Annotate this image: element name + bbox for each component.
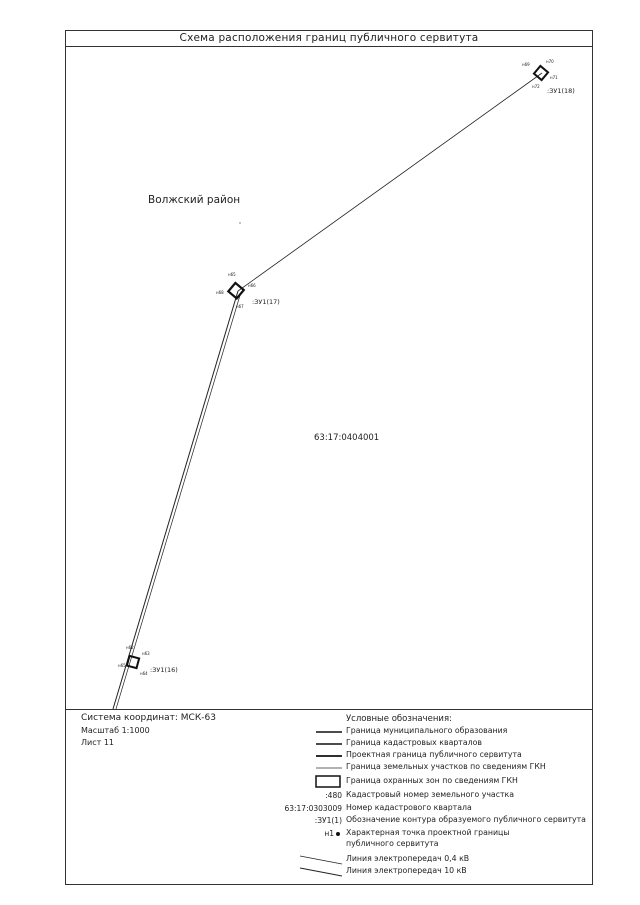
parcel-label-16: :ЗУ1(16)	[150, 666, 178, 674]
cadastral-quarter-label: 63:17:0404001	[314, 433, 380, 443]
power-line-segment-1b	[115, 291, 242, 709]
legend-text: Характерная точка проектной границы	[346, 828, 510, 837]
legend-text: Номер кадастрового квартала	[346, 803, 472, 812]
legend-symbol	[274, 738, 344, 750]
point-label: н69	[522, 62, 530, 67]
map-drawing	[112, 64, 550, 709]
point-label: н68	[216, 290, 224, 295]
drawing-frame: Схема расположения границ публичного сер…	[65, 30, 593, 885]
parcel-zu1-17-boundary	[226, 281, 246, 301]
parcel-zu1-16-boundary	[125, 654, 141, 670]
power-line-segment-1	[112, 290, 239, 709]
point-label: н65	[228, 272, 236, 277]
legend-text: Граница кадастровых кварталов	[346, 738, 482, 747]
legend-symbol	[274, 762, 344, 774]
legend-symbol: н1	[274, 828, 344, 840]
legend-title: Условные обозначения:	[346, 714, 452, 724]
legend-symbol: :ЗУ1(1)	[274, 815, 344, 827]
scale-text: Масштаб 1:1000	[81, 726, 150, 735]
legend-symbol-text: :ЗУ1(1)	[314, 816, 342, 825]
point-label: н63	[142, 651, 150, 656]
legend-text: Проектная граница публичного сервитута	[346, 750, 522, 759]
legend-symbol	[274, 775, 344, 788]
sheet-number: Лист 11	[81, 738, 114, 747]
legend-text: Граница земельных участков по сведениям …	[346, 762, 546, 771]
legend-text: Линия электропередач 0,4 кВ	[346, 854, 470, 863]
point-label: н72	[532, 84, 540, 89]
legend-symbol: 63:17:0303009	[274, 803, 344, 815]
coord-system: Система координат: МСК-63	[81, 713, 216, 723]
point-label: н66	[248, 283, 256, 288]
drawing-title: Схема расположения границ публичного сер…	[66, 31, 592, 47]
point-label: н71	[550, 75, 558, 80]
legend-symbol: :480	[274, 790, 344, 802]
legend-symbol	[274, 866, 344, 878]
legend-text-line-2: публичного сервитута	[346, 839, 439, 848]
legend-symbol-text: :480	[325, 791, 342, 800]
point-label: н65	[118, 663, 126, 668]
power-line-segment-2	[237, 72, 543, 292]
legend-text: Обозначение контура образуемого публично…	[346, 815, 586, 824]
legend-symbol	[274, 750, 344, 762]
region-label: Волжский район	[148, 194, 241, 206]
map-dot	[239, 222, 241, 224]
legend-symbol	[274, 726, 344, 738]
legend-text: Кадастровый номер земельного участка	[346, 790, 515, 799]
point-label: н67	[236, 304, 244, 309]
legend-area: Система координат: МСК-63 Масштаб 1:1000…	[66, 710, 592, 884]
point-label: н70	[546, 59, 554, 64]
parcel-label-17: :ЗУ1(17)	[252, 298, 280, 306]
point-label: н64	[140, 671, 148, 676]
legend-text: Граница охранных зон по сведениям ГКН	[346, 776, 518, 785]
legend-symbol-text: 63:17:0303009	[284, 804, 342, 813]
point-label: н62	[126, 645, 134, 650]
legend-symbol	[274, 854, 344, 866]
legend-text: Линия электропередач 10 кВ	[346, 866, 467, 875]
legend-symbol-text: н1	[324, 829, 334, 838]
parcel-zu1-18-boundary	[532, 64, 550, 82]
map-area: Волжский район 63:17:0404001 :ЗУ1(16) н6…	[66, 46, 592, 710]
parcel-label-18: :ЗУ1(18)	[547, 87, 575, 95]
legend-text: Граница муниципального образования	[346, 726, 508, 735]
